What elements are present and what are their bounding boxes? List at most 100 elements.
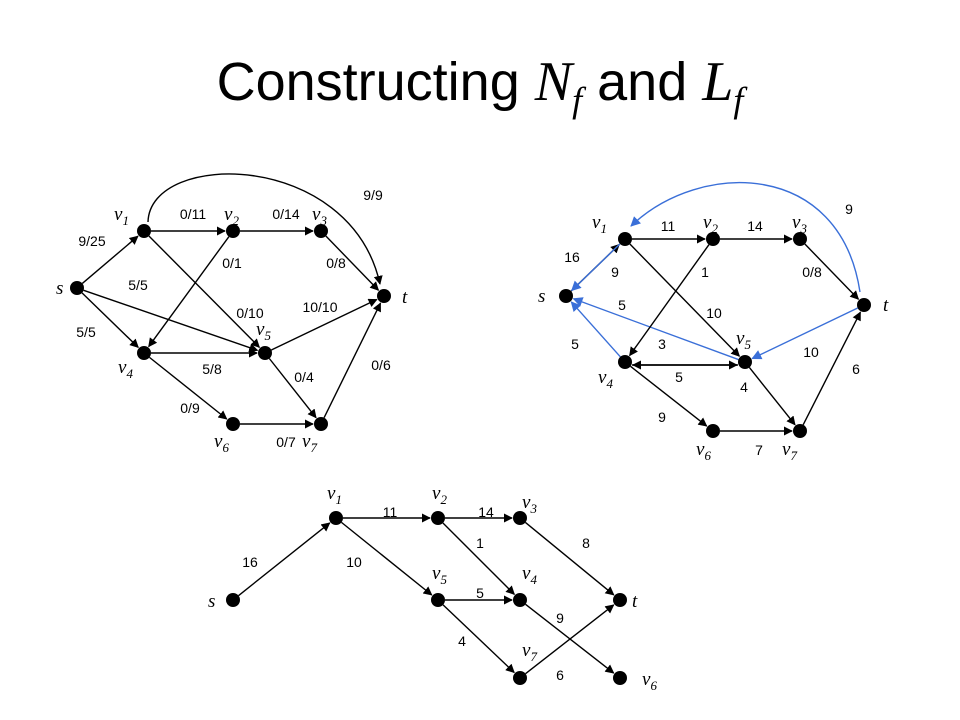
residual-node-v1: [618, 232, 632, 246]
network-node-v5: [258, 346, 272, 360]
residual-node-label-v3: v3: [792, 212, 807, 236]
residual-edge-label-v2-v3: 14: [747, 218, 763, 234]
layered-node-label-v4: v4: [522, 563, 537, 587]
network-node-t: [377, 289, 391, 303]
residual-edge-t-v5: [751, 307, 858, 360]
network-edge-label-v7-t: 0/6: [371, 357, 391, 373]
residual-edge-label-v5-v7: 4: [740, 379, 748, 395]
network-node-v3: [314, 224, 328, 238]
residual-edge-label-t-v1: 9: [845, 201, 853, 217]
network-edge-s-v4: [81, 292, 139, 349]
residual-edge-v4-v6: [630, 365, 708, 427]
layered-node-v7: [513, 671, 527, 685]
layered-node-label-v7: v7: [522, 640, 537, 664]
network-node-label-s: s: [56, 278, 63, 299]
residual-edge-label-v2-v4: 1: [701, 264, 709, 280]
layered-node-label-v5: v5: [432, 563, 447, 587]
residual-edge-label-v1-v5: 10: [706, 305, 722, 321]
residual-edge-label-v4-v6: 9: [658, 409, 666, 425]
network-edge-v2-v4: [148, 236, 230, 348]
layered-node-v2: [431, 511, 445, 525]
residual-node-label-v5: v5: [736, 328, 751, 352]
network-edge-label-v4-v5: 5/8: [202, 361, 222, 377]
layered-node-label-v6: v6: [642, 669, 657, 693]
network-edge-s-v5: [83, 289, 259, 352]
residual-edge-v5-v7: [748, 367, 796, 426]
layered-edge-label-v4-v6: 9: [556, 610, 564, 626]
residual-node-label-t: t: [883, 295, 889, 316]
residual-node-label-v1: v1: [592, 212, 607, 236]
residual-node-v4: [618, 355, 632, 369]
network-node-label-v6: v6: [214, 431, 229, 455]
layered-node-v5: [431, 593, 445, 607]
residual-edge-t-v1: [630, 182, 861, 293]
residual-edge-v5-s: [572, 297, 739, 361]
layered-node-v6: [613, 671, 627, 685]
layered-edge-label-v7-t: 6: [556, 667, 564, 683]
network-node-label-v1: v1: [114, 204, 129, 228]
residual-edge-v1-v5: [629, 243, 741, 357]
layered-edge-v5-v7: [442, 604, 515, 674]
layered-edge-label-v1-v2: 11: [383, 504, 398, 520]
residual-edge-label-v3-t: 0/8: [802, 264, 822, 280]
network-node-v4: [137, 346, 151, 360]
residual-node-v2: [706, 232, 720, 246]
residual-edge-v2-v4: [629, 244, 710, 357]
network-node-v1: [137, 224, 151, 238]
network-edge-label-v3-t: 0/8: [326, 255, 346, 271]
residual-node-v3: [793, 232, 807, 246]
layered-node-label-t: t: [632, 591, 638, 612]
network-edge-v7-t: [323, 302, 382, 419]
network-edge-label-v1-t: 9/9: [363, 187, 383, 203]
residual-edge-label-s-v1: 16: [564, 249, 580, 265]
title-prefix: Constructing: [216, 52, 535, 112]
residual-edge-v7-t: [802, 311, 862, 426]
residual-edge-label-v1-s: 9: [611, 264, 619, 280]
residual-node-label-v2: v2: [703, 212, 718, 236]
network-edge-s-v1: [81, 235, 139, 284]
network-edge-v5-t: [271, 298, 378, 351]
network-edge-v1-t: [147, 173, 383, 285]
slide-title: Constructing Nf and Lf: [0, 50, 960, 121]
residual-node-label-s: s: [538, 286, 545, 307]
residual-node-v7: [793, 424, 807, 438]
layered-node-v4: [513, 593, 527, 607]
residual-edge-v3-t: [804, 243, 860, 300]
network-edge-label-v2-v4: 0/1: [222, 255, 242, 271]
residual-edge-v1-s: [571, 243, 621, 292]
network-node-s: [70, 281, 84, 295]
residual-edge-v4-s: [570, 301, 621, 358]
residual-node-label-v7: v7: [782, 439, 797, 463]
layered-node-s: [226, 593, 240, 607]
network-edge-label-s-v4: 5/5: [76, 324, 96, 340]
layered-edge-label-v1-v5: 10: [346, 554, 362, 570]
residual-edge-label-v4-s: 5: [571, 336, 579, 352]
network-node-label-v5: v5: [256, 319, 271, 343]
layered-node-v1: [329, 511, 343, 525]
residual-node-t: [857, 298, 871, 312]
layered-node-v3: [513, 511, 527, 525]
network-edge-label-v2-v3: 0/14: [272, 206, 299, 222]
network-edge-v4-v6: [149, 356, 228, 420]
layered-edge-v2-v4: [442, 522, 515, 595]
layered-edge-s-v1: [238, 522, 331, 597]
network-edge-v5-v7: [268, 358, 317, 419]
title-and: and: [582, 52, 703, 112]
network-node-label-v4: v4: [118, 357, 133, 381]
layered-node-label-v2: v2: [432, 483, 447, 507]
residual-edge-label-v1-v2: 11: [661, 218, 676, 234]
residual-node-label-v4: v4: [598, 367, 613, 391]
layered-edge-label-s-v1: 16: [242, 554, 258, 570]
network-node-v2: [226, 224, 240, 238]
layered-edge-v3-t: [524, 521, 615, 596]
title-n-symbol: Nf: [534, 51, 583, 121]
network-edge-label-v1-v5: 0/10: [236, 305, 263, 321]
residual-edge-label-t-v5: 10: [803, 344, 819, 360]
network-edge-label-v5-v7: 0/4: [294, 369, 314, 385]
layered-node-label-s: s: [208, 591, 215, 612]
layered-edge-label-v2-v4: 1: [476, 535, 484, 551]
residual-edge-label-v7-t: 6: [852, 361, 860, 377]
